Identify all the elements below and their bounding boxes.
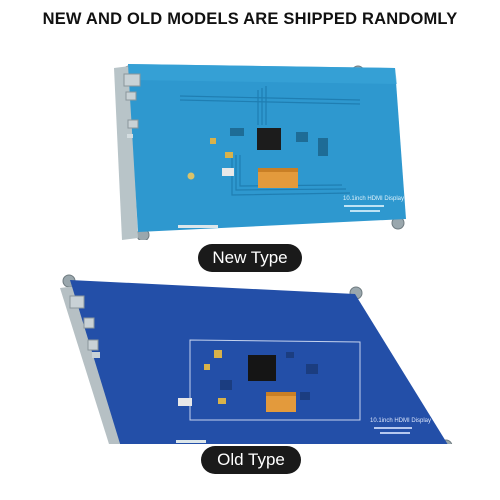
ribbon-connector <box>266 392 296 412</box>
old-type-label: Old Type <box>201 446 301 474</box>
hdmi-port <box>123 73 141 87</box>
ribbon-connector <box>258 168 298 188</box>
usb-port <box>83 317 95 329</box>
hdmi-port <box>69 295 85 309</box>
main-chip <box>257 128 281 150</box>
usb-port <box>127 119 139 129</box>
new-type-board-photo: 10.1inch HDMI Display <box>114 64 406 240</box>
headline-banner: NEW AND OLD MODELS ARE SHIPPED RANDOMLY <box>42 10 458 28</box>
old-type-silkscreen: 10.1inch HDMI Display <box>370 418 431 424</box>
usb-port <box>87 339 99 351</box>
usb-port <box>125 91 137 101</box>
old-type-board-photo: 10.1inch HDMI Display <box>60 274 453 444</box>
new-type-label: New Type <box>198 244 302 272</box>
main-chip <box>248 355 276 381</box>
new-type-silkscreen: 10.1inch HDMI Display <box>343 196 404 202</box>
